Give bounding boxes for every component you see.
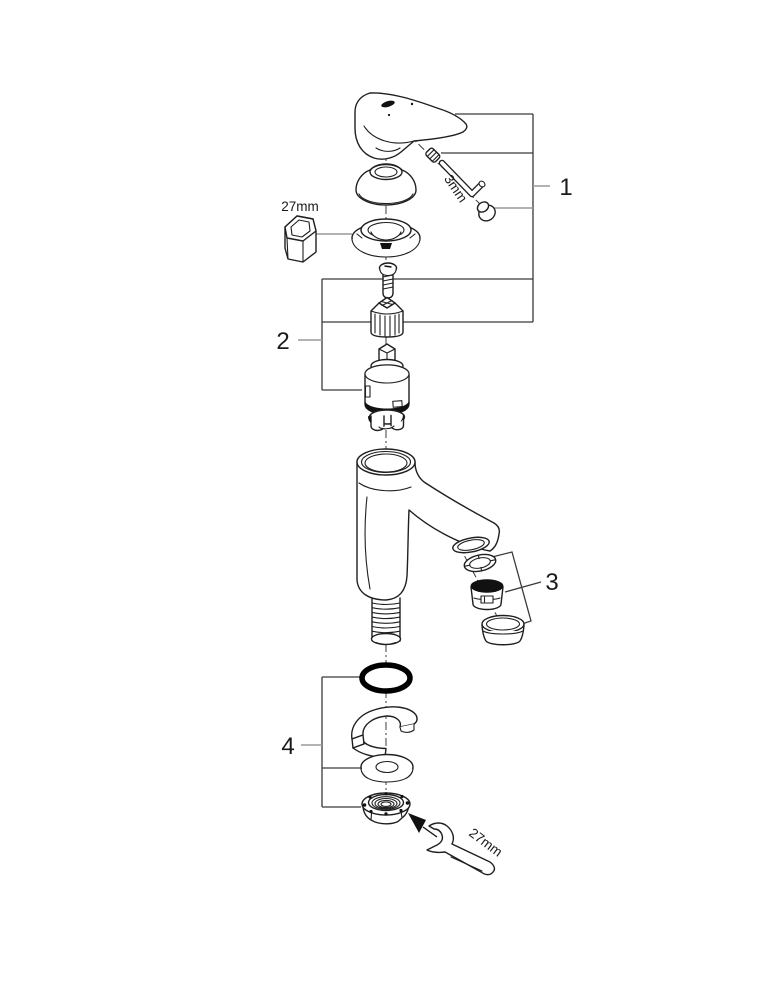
wrench-arrow	[408, 813, 438, 838]
callout-4-bracket	[301, 676, 361, 808]
aerator-insert	[470, 579, 504, 611]
mounting-washer	[360, 753, 414, 783]
aerator-washer	[463, 553, 497, 573]
mounting-nut	[361, 792, 411, 825]
hex-socket-size-label: 27mm	[281, 199, 319, 214]
handle-plug-cap	[476, 201, 496, 222]
faucet-body	[356, 448, 501, 601]
wrench-27mm	[426, 822, 496, 876]
mounting-ring	[351, 218, 421, 258]
aerator-housing	[481, 614, 525, 646]
lever-handle	[354, 92, 468, 160]
callout-1-label: 1	[559, 174, 572, 201]
callout-2-bracket	[298, 278, 533, 391]
allen-key-size-label: 3mm	[441, 172, 470, 205]
cartridge-fixing-screw	[378, 262, 398, 299]
callout-3-label: 3	[545, 569, 558, 596]
handle-set-screw	[425, 147, 441, 163]
temperature-limiter-adapter	[370, 296, 404, 338]
threaded-shank	[370, 597, 402, 646]
o-ring	[359, 662, 413, 694]
callout-1-bracket	[441, 113, 550, 322]
escutcheon-cap	[355, 163, 417, 206]
handle-logo	[381, 100, 395, 108]
hex-socket-tool-27mm	[284, 215, 317, 263]
callout-4-label: 4	[281, 733, 294, 760]
callout-2-label: 2	[276, 328, 289, 355]
allen-key-3mm	[438, 159, 486, 198]
mounting-clamp	[351, 706, 418, 758]
cartridge	[364, 343, 410, 432]
